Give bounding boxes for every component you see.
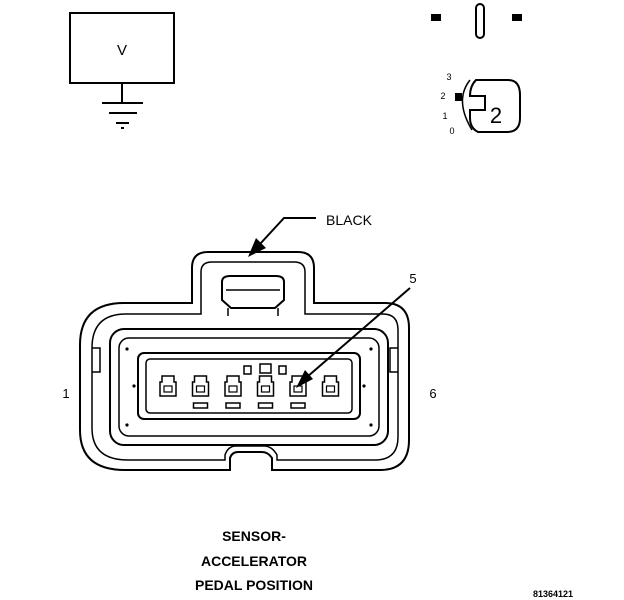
voltmeter-symbol: V: [117, 42, 127, 59]
terminal-cavity-2: [191, 375, 210, 409]
switch-position-3: 3: [446, 72, 451, 82]
switch-position-2: 2: [440, 91, 445, 101]
figure-id: 81364121: [533, 589, 573, 599]
terminal-cavity-4: [256, 375, 275, 409]
caption-line-2: ACCELERATOR: [201, 553, 307, 569]
switch-position-1: 1: [442, 111, 447, 121]
connector-body: [79, 251, 410, 471]
switch-position-icon: [455, 79, 521, 133]
pin-last-label: 6: [429, 386, 436, 401]
switch-position-0: 0: [449, 126, 454, 136]
connector-terminals: [159, 375, 340, 409]
switch-selected-position: 2: [490, 103, 502, 128]
voltmeter-icon: [69, 12, 175, 129]
pin-callout-arrow: [296, 287, 411, 388]
pin-first-label: 1: [62, 386, 69, 401]
pin-callout-label: 5: [409, 271, 416, 286]
caption-line-3: PEDAL POSITION: [195, 577, 313, 593]
probe-pin-icon: [431, 3, 522, 39]
terminal-cavity-6: [321, 375, 340, 397]
terminal-cavity-3: [224, 375, 242, 409]
connector-color-label: BLACK: [326, 212, 373, 228]
terminal-cavity-1: [159, 375, 177, 397]
caption-line-1: SENSOR-: [222, 528, 286, 544]
